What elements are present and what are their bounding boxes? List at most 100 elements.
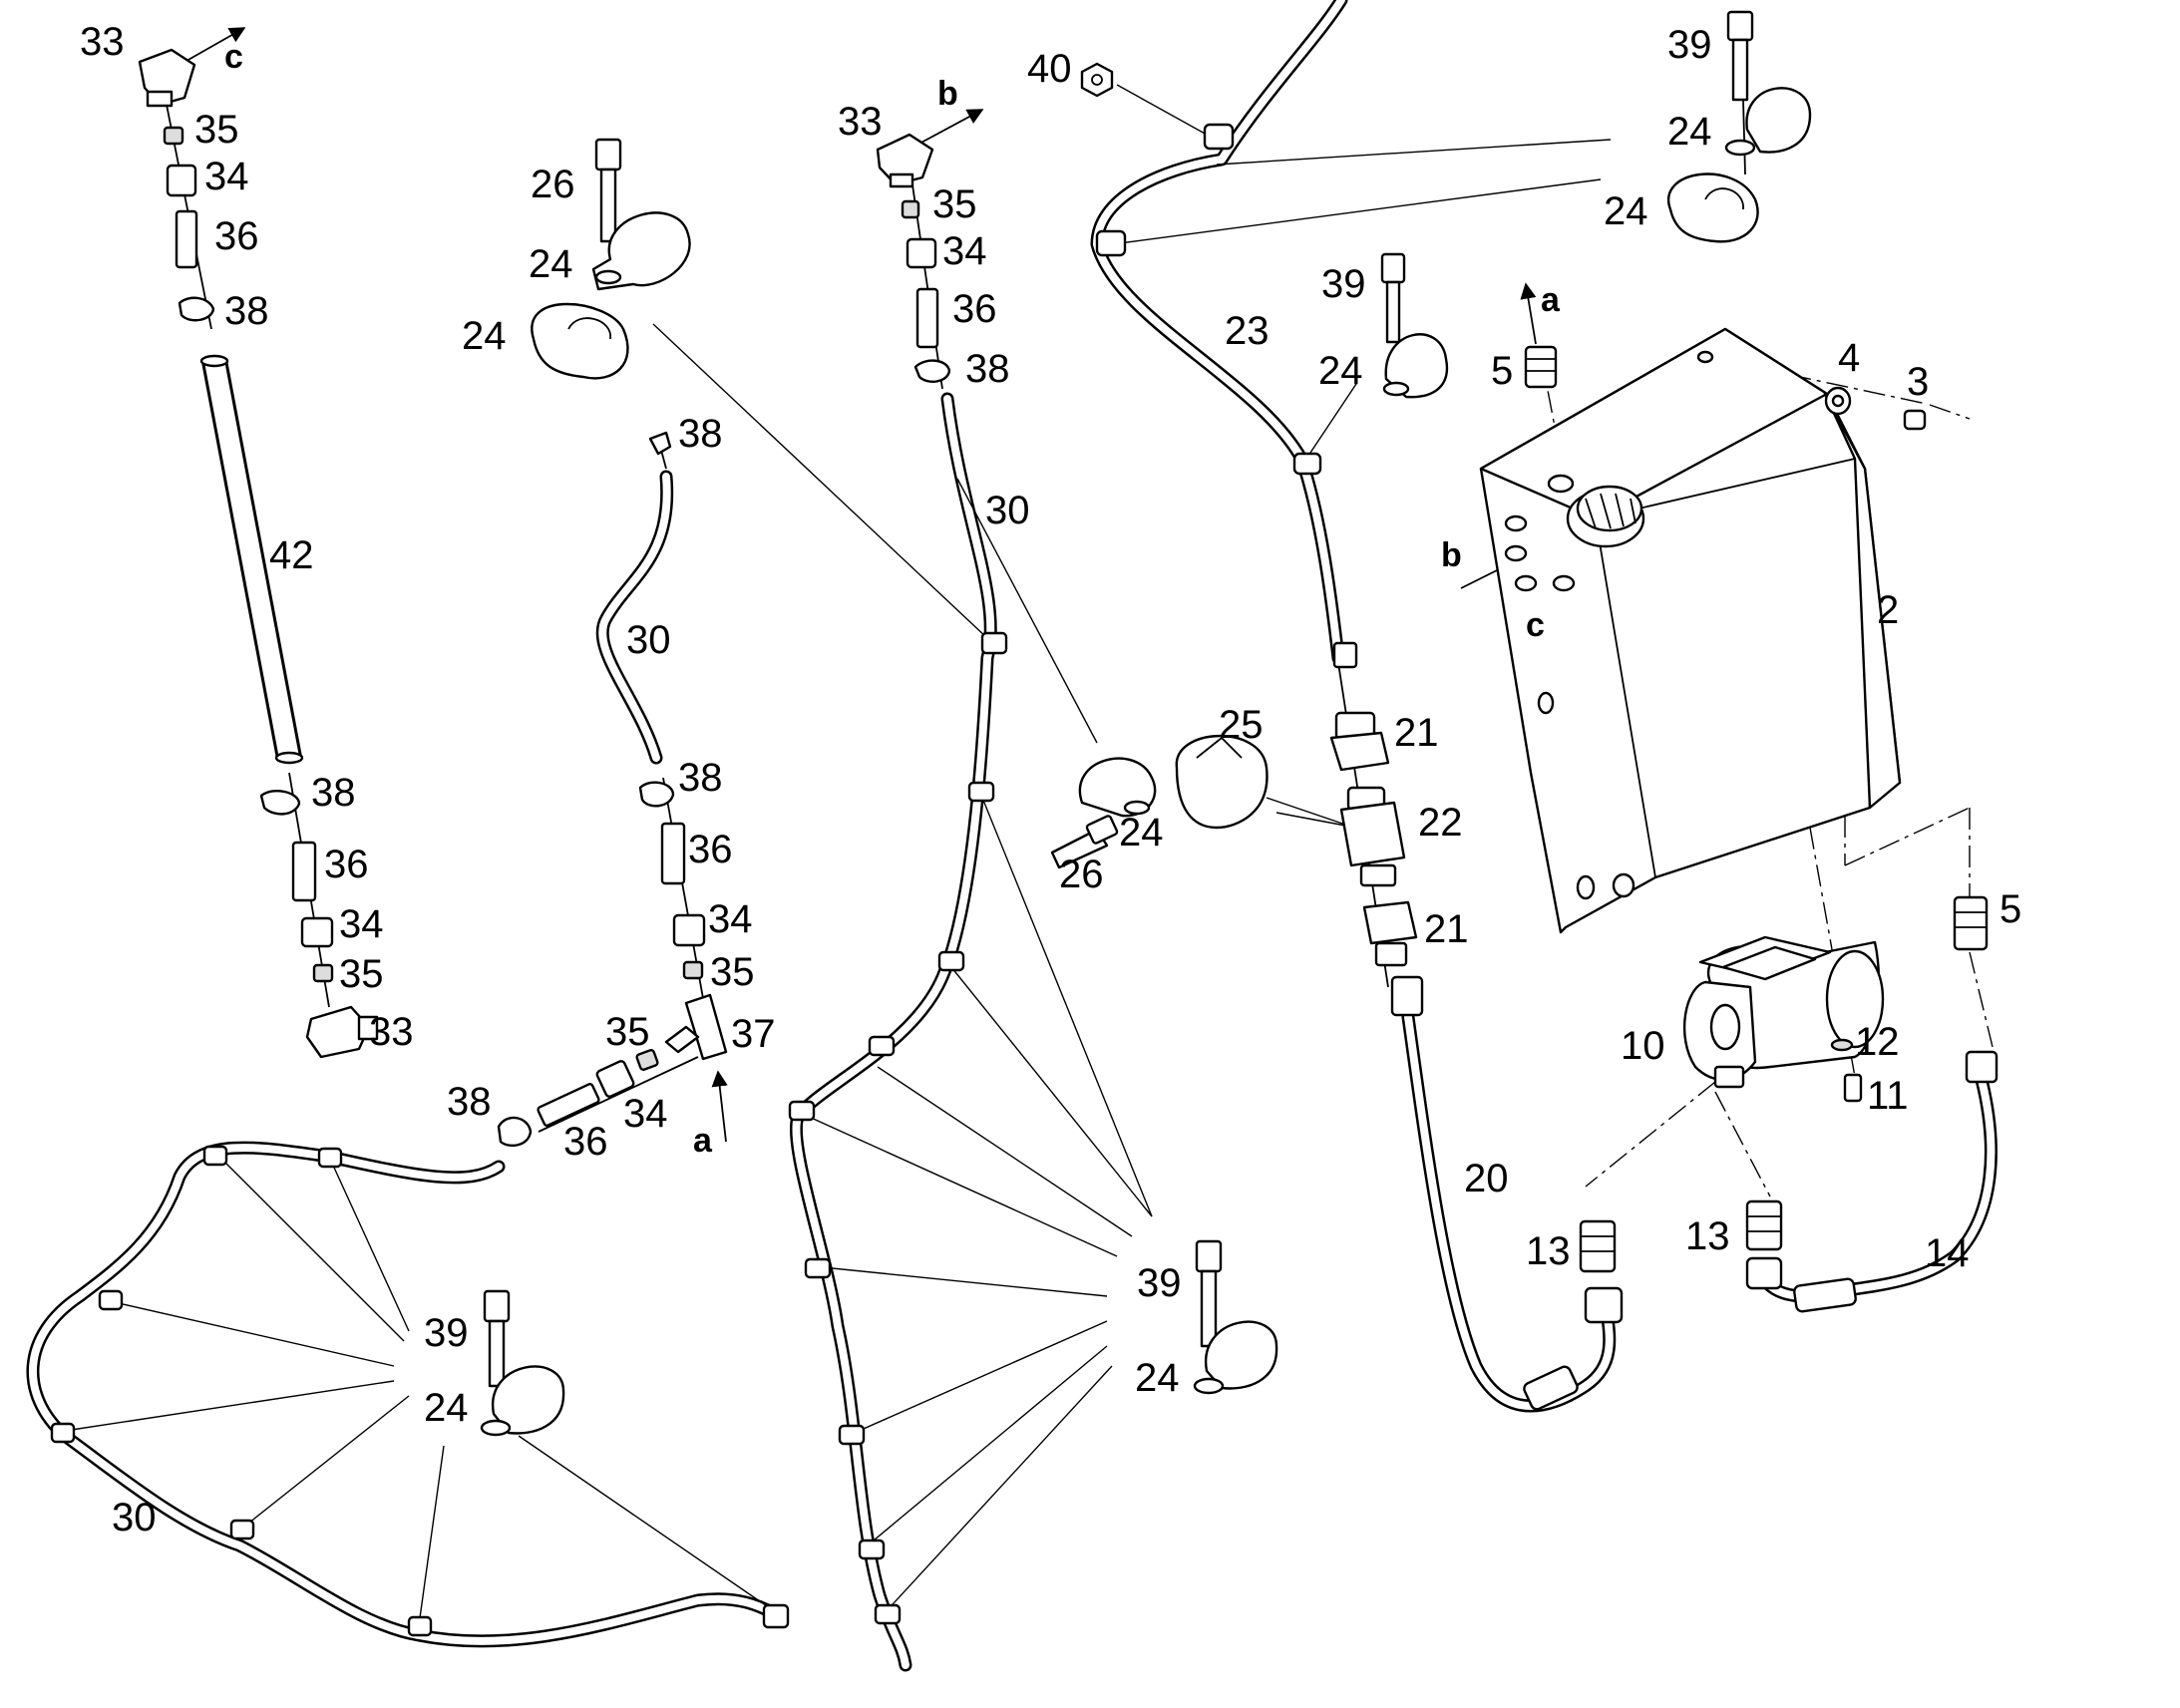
fitting-14-top — [1965, 1050, 1998, 1084]
clamp-24-top-right-a — [1724, 87, 1812, 157]
tube-23 — [1090, 0, 1348, 665]
clamp-24-bottom-left — [480, 1365, 565, 1437]
nut-34-m2 — [672, 913, 706, 947]
insert-36-low — [291, 841, 317, 902]
callout-36: 36 — [688, 828, 733, 871]
screw-3 — [1903, 409, 1927, 431]
callout-5: 5 — [1491, 349, 1513, 393]
washer-4 — [1824, 386, 1852, 416]
tube-30-center — [789, 392, 997, 1672]
bolt-26-center-mid — [1050, 815, 1119, 869]
callout-36: 36 — [952, 287, 997, 331]
connection-letters: c b a a b c — [224, 38, 1561, 1160]
elbow-fitting-33-top — [138, 48, 196, 108]
letter-a: a — [1541, 281, 1561, 319]
callout-33: 33 — [838, 100, 883, 144]
sleeve-38-top — [178, 296, 215, 322]
clamp-24-top-a — [591, 211, 691, 291]
tube-20 — [1401, 1010, 1617, 1413]
filter-22 — [1339, 786, 1406, 887]
callout-38: 38 — [311, 771, 356, 815]
fitting-tube-20-bottom — [1584, 1286, 1624, 1324]
ring-35-m2 — [682, 960, 704, 980]
nut-34-low — [300, 916, 334, 948]
callout-23: 23 — [1225, 309, 1270, 353]
callout-labels: 33 35 34 36 38 42 38 36 34 35 33 26 24 2… — [80, 20, 2021, 1539]
fitting-tube-20-top — [1390, 975, 1424, 1017]
callout-20: 20 — [1464, 1157, 1509, 1200]
callout-39: 39 — [1137, 1261, 1182, 1305]
insert-36-m2 — [660, 822, 686, 885]
tube-30-bottom-left — [26, 1141, 785, 1648]
pump-10 — [1682, 935, 1885, 1089]
bolt-26-top — [594, 138, 622, 243]
callout-34: 34 — [942, 229, 987, 273]
callout-22: 22 — [1418, 801, 1463, 845]
callout-24: 24 — [1604, 189, 1648, 233]
callout-24: 24 — [424, 1386, 469, 1430]
callout-38: 38 — [447, 1080, 492, 1124]
callout-39: 39 — [1321, 262, 1366, 306]
callout-12: 12 — [1855, 1020, 1900, 1064]
insert-36-center — [915, 287, 939, 349]
clamp-24-mid — [1382, 333, 1449, 399]
fitting-13-a — [1579, 1219, 1617, 1273]
sleeve-38-m2 — [638, 781, 675, 808]
elbow-fitting-33-center — [876, 133, 934, 188]
nut-34-m3 — [595, 1060, 635, 1098]
tube-clamps — [50, 123, 1358, 1637]
callout-26: 26 — [531, 163, 575, 206]
nut-34-center — [906, 237, 937, 269]
callout-33: 33 — [369, 1010, 414, 1054]
callout-38: 38 — [678, 756, 723, 800]
callout-37: 37 — [731, 1012, 776, 1056]
callout-34: 34 — [204, 155, 249, 198]
sleeve-38-m3 — [497, 1116, 533, 1148]
clamp-24-top-b — [531, 302, 629, 380]
callout-21: 21 — [1394, 711, 1439, 755]
tube-30-curved — [595, 470, 674, 765]
fitting-13-b — [1745, 1199, 1783, 1251]
cap-nut-40 — [1080, 62, 1114, 98]
callout-14: 14 — [1925, 1231, 1970, 1275]
callout-21: 21 — [1424, 907, 1469, 951]
bolt-39-mid — [1380, 252, 1406, 344]
sleeve-38-center — [913, 359, 951, 383]
callout-39: 39 — [1667, 23, 1712, 67]
callout-13: 13 — [1685, 1214, 1730, 1258]
letter-c: c — [224, 38, 243, 76]
callout-33: 33 — [80, 20, 125, 64]
callout-42: 42 — [269, 533, 314, 577]
callout-24: 24 — [462, 314, 507, 358]
callout-35: 35 — [194, 108, 239, 152]
callout-13: 13 — [1526, 1229, 1571, 1273]
callout-38: 38 — [224, 289, 269, 333]
ring-35-m3 — [635, 1049, 659, 1071]
callout-30: 30 — [112, 1496, 157, 1539]
callout-36: 36 — [563, 1120, 608, 1164]
callout-10: 10 — [1621, 1024, 1665, 1068]
callout-24: 24 — [1135, 1356, 1180, 1400]
ring-35-low — [312, 963, 334, 983]
letter-a: a — [693, 1122, 713, 1160]
washer-12 — [1830, 1038, 1854, 1052]
insert-36-top — [175, 209, 198, 269]
callout-24: 24 — [1318, 349, 1363, 393]
letter-b: b — [937, 75, 958, 113]
callout-26: 26 — [1059, 853, 1104, 896]
bolt-39-bottom-middle — [1195, 1239, 1223, 1348]
clamp-24-top-right-b — [1666, 172, 1759, 243]
fitting-tube-14-bottom — [1745, 1256, 1783, 1290]
callout-30: 30 — [985, 489, 1030, 532]
letter-b: b — [1441, 536, 1462, 574]
callout-35: 35 — [710, 950, 755, 994]
insert-36-m3 — [537, 1083, 600, 1127]
clamp-24-bottom-middle — [1193, 1320, 1278, 1395]
tank-2 — [1479, 327, 1902, 934]
callout-24: 24 — [1667, 110, 1712, 154]
screw-11 — [1843, 1073, 1863, 1103]
fitting-5-lower — [1953, 895, 1989, 951]
callout-40: 40 — [1027, 47, 1072, 91]
